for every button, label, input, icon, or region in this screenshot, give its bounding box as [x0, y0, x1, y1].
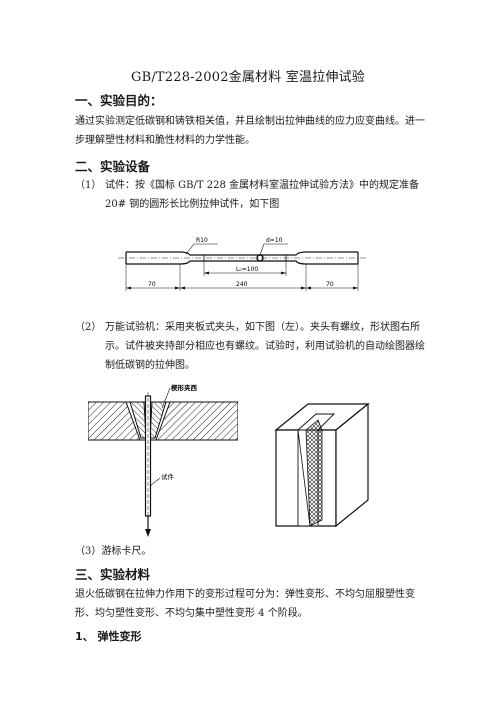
specimen-label: 试件 [161, 472, 175, 481]
dim-mid-label: 240 [236, 281, 248, 288]
purpose-paragraph: 通过实验测定低碳钢和铸铁相关值，并且绘制出拉伸曲线的应力应变曲线。进一步理解塑性… [75, 116, 425, 146]
clamp-section-drawing: 楔形夹西 试件 [88, 383, 238, 537]
wedge-block-drawing [274, 402, 370, 528]
radius-label: R10 [196, 237, 208, 244]
item-text: （3）游标卡尺。 [75, 546, 152, 557]
section-heading-material: 三、实验材料 [75, 567, 151, 582]
equipment-item-3: （3）游标卡尺。 [75, 542, 430, 561]
gauge-length-label: L₀=100 [236, 266, 258, 273]
item-number: （2） [75, 322, 102, 333]
page-title: GB/T228-2002金属材料 室温拉伸试验 [130, 70, 365, 85]
material-paragraph: 退火低碳钢在拉伸力作用下的变形过程可分为：弹性变形、不均匀屈服塑性变形、均匀塑性… [75, 589, 415, 619]
clamp-label: 楔形夹西 [171, 383, 198, 392]
item-text: 试件：按《国标 GB/T 228 金属材料室温拉伸试验方法》中的规定准备 20#… [105, 180, 419, 210]
dim-left-label: 70 [148, 281, 156, 288]
item-text: 万能试验机：采用夹板式夹头，如下图（左）。夹头有螺纹，形状图右所示。试件被夹持部… [105, 322, 425, 371]
diameter-label: d=10 [266, 237, 283, 244]
item-number: （1） [75, 180, 102, 191]
dim-right-label: 70 [326, 281, 334, 288]
equipment-item-2: （2） 万能试验机：采用夹板式夹头，如下图（左）。夹头有螺纹，形状图右所示。试件… [75, 318, 430, 375]
equipment-item-1: （1） 试件：按《国标 GB/T 228 金属材料室温拉伸试验方法》中的规定准备… [75, 176, 430, 214]
section-heading-equipment: 二、实验设备 [75, 159, 151, 174]
section-heading-purpose: 一、实验目的： [75, 93, 163, 108]
subsection-heading-elastic: 1、 弹性变形 [75, 630, 142, 643]
specimen-drawing: R10 d=10 L₀=100 70 240 70 [118, 237, 366, 291]
